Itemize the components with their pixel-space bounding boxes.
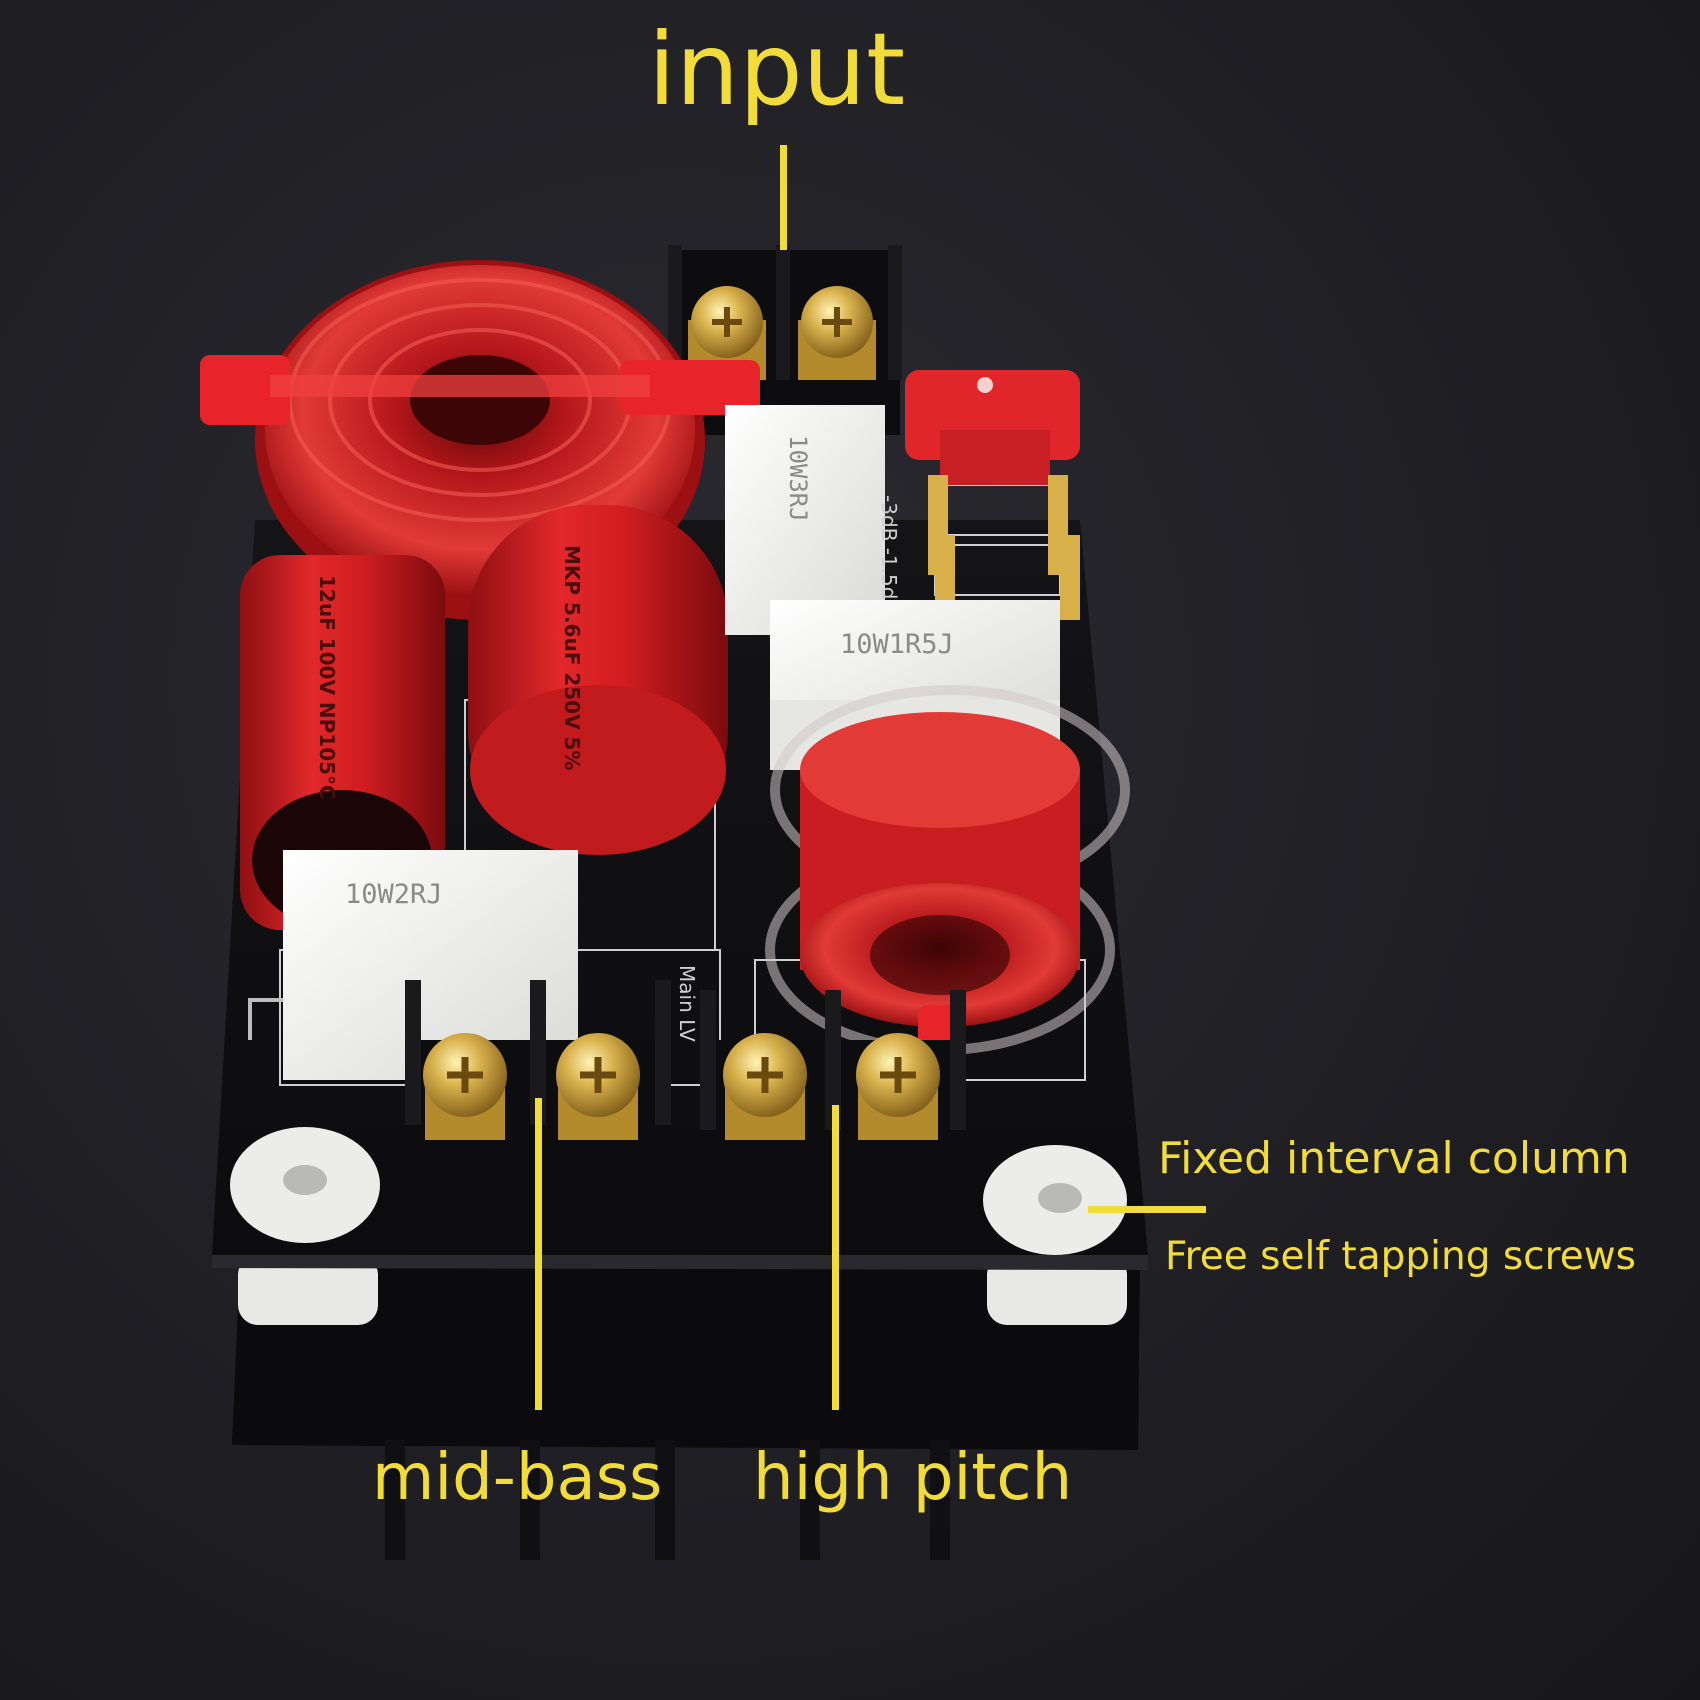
base-plate [232, 1260, 1140, 1560]
film-capacitor: MKP 5.6uF 250V 5% [468, 505, 728, 855]
resistor-10w1r5j-label: 10W1R5J [840, 629, 954, 660]
jumper-silkscreen: -3dB -1.5dB [877, 495, 901, 613]
silkscreen-main-text: Main LV [675, 965, 699, 1042]
free-self-tapping-screws-label: Free self tapping screws [1165, 1234, 1636, 1279]
standoff-lower [238, 1255, 1127, 1325]
film-capacitor-label: MKP 5.6uF 250V 5% [560, 545, 584, 770]
resistor-10w2rj-label: 10W2RJ [345, 879, 443, 910]
tweeter-inductor-coil [765, 685, 1130, 1055]
high-pitch-callout-label: high pitch [753, 1441, 1073, 1515]
mid-bass-callout-label: mid-bass [372, 1441, 663, 1515]
resistor-10w3rj-label: 10W3RJ [784, 435, 812, 522]
jumper-block: -3dB -1.5dB [877, 370, 1080, 620]
callout-lines [535, 145, 1206, 1410]
standoff-right [983, 1145, 1127, 1255]
fixed-interval-column-label: Fixed interval column [1158, 1133, 1630, 1184]
electrolytic-capacitor-label: 12uF 100V NP105°C [315, 575, 339, 800]
mid-bass-callout-line [535, 1098, 542, 1410]
standoff-callout-line [1088, 1206, 1206, 1213]
resistor-10w3rj: 10W3RJ [725, 405, 885, 635]
input-callout-line [780, 145, 787, 250]
standoff-left [230, 1127, 380, 1243]
input-callout-label: input [648, 11, 906, 128]
high-pitch-callout-line [832, 1105, 839, 1410]
